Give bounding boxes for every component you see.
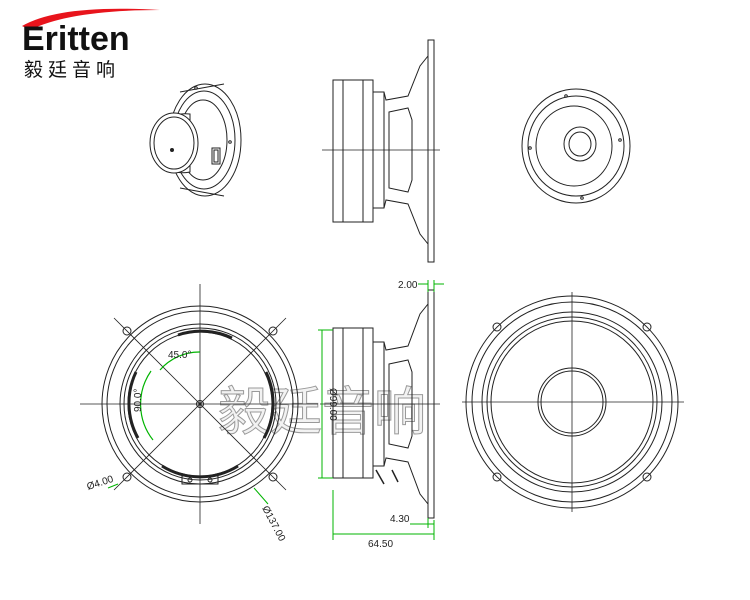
logo-swoosh [22,8,160,30]
brand-logo: Eritten 毅廷音响 [22,8,160,81]
dim-mount-hole-angle: 45.0° [168,350,191,361]
front-view [80,284,318,524]
dim-hole-diameter: Ø4.00 [86,474,116,493]
rear-view-top [521,88,631,204]
side-view-top [322,39,440,263]
dim-overall-depth: 64.50 [368,539,393,550]
perspective-view [149,83,242,197]
brand-name-en: Eritten [22,20,130,58]
dim-slot-angle: 90.0° [133,389,144,412]
dim-rear-offset: 4.30 [390,514,410,525]
dim-opening-diameter: Ø99.00 [327,388,338,421]
rear-view-bottom [462,292,684,512]
dim-flange-thickness: 2.00 [398,280,418,291]
dim-outer-diameter: Ø137.00 [259,504,287,543]
side-view-bottom [318,280,444,540]
brand-name-cn: 毅廷音响 [24,59,120,81]
